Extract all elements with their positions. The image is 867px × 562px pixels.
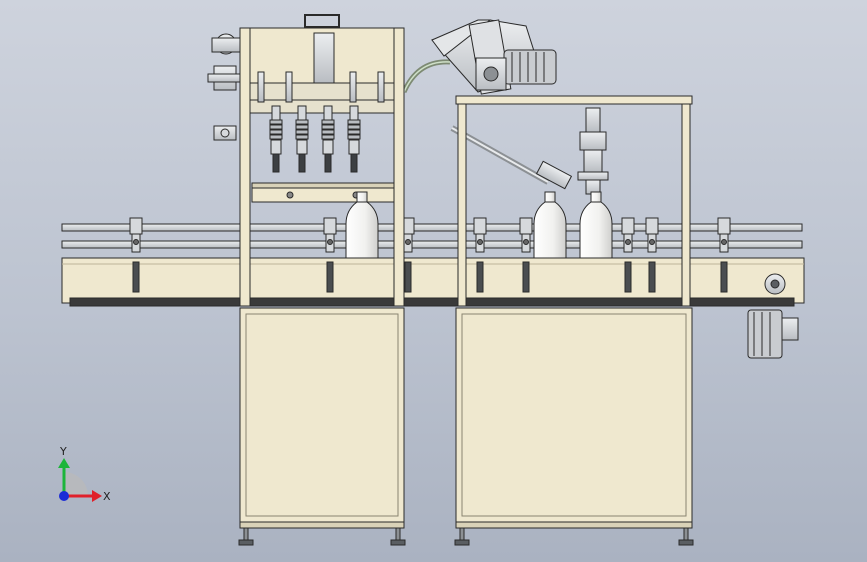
conveyor-bed [61, 257, 805, 304]
filler-manifold [247, 82, 399, 114]
filling-nozzle [321, 105, 335, 173]
guide-clamp [645, 217, 659, 293]
guide-clamp [323, 217, 337, 293]
x-axis-label: X [103, 490, 111, 503]
hopper-handle [304, 14, 340, 28]
capping-spindle [585, 107, 601, 133]
z-axis-origin [59, 491, 69, 501]
triad-rotation-arc [64, 472, 88, 496]
filler-head [207, 14, 451, 141]
conveyor-drive-motor [747, 309, 799, 359]
filling-nozzle [295, 105, 309, 173]
conveyor-chain [69, 297, 795, 307]
filling-nozzles [269, 105, 361, 173]
filling-nozzle [269, 105, 283, 173]
bottle [579, 191, 613, 259]
leveling-foot [390, 527, 406, 546]
bottles [345, 191, 613, 259]
capper-table [455, 95, 693, 105]
guide-clamp [129, 217, 143, 293]
capper-frame [455, 95, 693, 529]
guide-clamp [621, 217, 635, 293]
bottle [345, 191, 379, 259]
filler-frame [239, 27, 405, 529]
capper-head [431, 19, 609, 195]
guide-rail-bottom [61, 240, 803, 249]
guide-clamp [717, 217, 731, 293]
leveling-foot [454, 527, 470, 546]
x-axis-arrowhead [92, 490, 102, 502]
leveling-foot [678, 527, 694, 546]
leveling-feet [238, 527, 694, 546]
conveyor [61, 223, 805, 307]
y-axis-arrowhead [58, 458, 70, 468]
filler-beam [251, 182, 395, 203]
guide-rail-top [61, 223, 803, 232]
y-axis-label: Y [59, 445, 67, 458]
filling-nozzle [347, 105, 361, 173]
guide-clamp [401, 217, 415, 293]
guide-clamp [519, 217, 533, 293]
capper-cabinet [455, 307, 693, 523]
guide-clamps [129, 217, 731, 293]
bottle [533, 191, 567, 259]
leveling-foot [238, 527, 254, 546]
guide-clamp [473, 217, 487, 293]
coordinate-triad: Y X [58, 445, 111, 503]
filler-cabinet [239, 307, 405, 523]
